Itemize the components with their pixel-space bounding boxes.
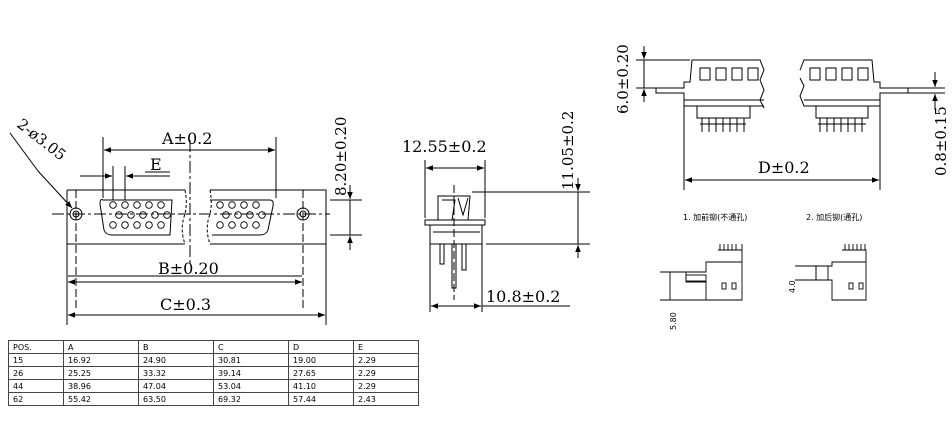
- table-header-cell: C: [213, 340, 289, 354]
- dim-40-label: 4.0: [788, 280, 797, 293]
- table-row: 62 55.42 63.50 69.32 57.44 2.43: [8, 392, 419, 406]
- dim-d-label: D±0.2: [758, 158, 810, 177]
- table-cell: 69.32: [213, 392, 289, 406]
- dimension-table: POS. A B C D E 15 16.92 24.90 30.81 19.0…: [8, 340, 419, 406]
- table-cell: 41.10: [288, 379, 354, 393]
- table-header-cell: E: [353, 340, 419, 354]
- dim-w108-label: 10.8±0.2: [486, 287, 560, 306]
- front-dimension-lines: [9, 132, 362, 325]
- top-view: [655, 59, 909, 132]
- table-cell: 44: [8, 379, 64, 393]
- table-row: 44 38.96 47.04 53.04 41.10 2.29: [8, 379, 419, 393]
- dim-h60-label: 6.0±0.20: [614, 44, 632, 114]
- table-cell: 25.25: [63, 366, 139, 380]
- dim-h08-label: 0.8±0.15: [932, 106, 950, 176]
- table-cell: 53.04: [213, 379, 289, 393]
- table-cell: 24.90: [138, 353, 214, 367]
- table-cell: 2.29: [353, 379, 419, 393]
- dim-h1105-label: 11.05±0.2: [559, 111, 577, 190]
- dim-c-label: C±0.3: [160, 295, 211, 314]
- table-cell: 55.42: [63, 392, 139, 406]
- table-header-cell: POS.: [8, 340, 64, 354]
- table-cell: 27.65: [288, 366, 354, 380]
- table-cell: 47.04: [138, 379, 214, 393]
- table-cell: 39.14: [213, 366, 289, 380]
- dim-e-label: E: [150, 155, 162, 174]
- top-dimension-lines: [636, 46, 945, 190]
- table-cell: 2.29: [353, 353, 419, 367]
- table-header-cell: B: [138, 340, 214, 354]
- table-cell: 63.50: [138, 392, 214, 406]
- dim-580-label: 5.80: [669, 312, 678, 330]
- front-view: [52, 140, 330, 310]
- table-cell: 16.92: [63, 353, 139, 367]
- table-cell: 62: [8, 392, 64, 406]
- table-header-cell: A: [63, 340, 139, 354]
- table-header-cell: D: [288, 340, 354, 354]
- table-header-row: POS. A B C D E: [8, 340, 419, 354]
- note-front-rivet: 1. 加前铆(不通孔): [683, 212, 747, 222]
- side-view: [424, 185, 486, 300]
- table-cell: 33.32: [138, 366, 214, 380]
- table-cell: 19.00: [288, 353, 354, 367]
- detail-front-rivet: [660, 244, 743, 301]
- dim-a-label: A±0.2: [161, 129, 212, 148]
- table-cell: 15: [8, 353, 64, 367]
- detail-rear-rivet: [795, 244, 867, 301]
- note-rear-rivet: 2. 加后铆(通孔): [806, 212, 862, 222]
- table-cell: 57.44: [288, 392, 354, 406]
- table-cell: 30.81: [213, 353, 289, 367]
- table-row: 15 16.92 24.90 30.81 19.00 2.29: [8, 353, 419, 367]
- table-cell: 2.43: [353, 392, 419, 406]
- table-row: 26 25.25 33.32 39.14 27.65 2.29: [8, 366, 419, 380]
- dim-w1255-label: 12.55±0.2: [402, 137, 487, 156]
- front-pins: [109, 201, 266, 229]
- table-cell: 2.29: [353, 366, 419, 380]
- table-cell: 38.96: [63, 379, 139, 393]
- table-cell: 26: [8, 366, 64, 380]
- dim-hole-label: 2-ø3.05: [14, 115, 70, 164]
- side-dimension-lines: [424, 160, 590, 312]
- dim-h820-label: 8.20±0.20: [332, 117, 350, 196]
- dim-b-label: B±0.20: [158, 259, 219, 278]
